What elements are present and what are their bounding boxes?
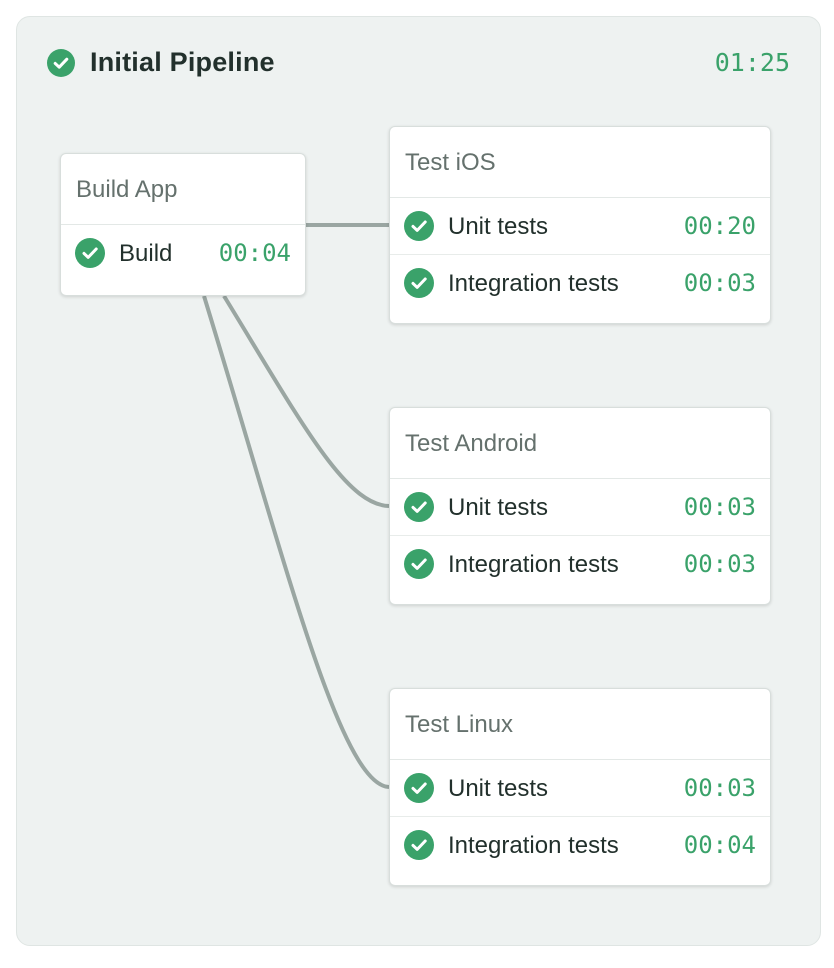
job-name: Unit tests bbox=[448, 494, 549, 521]
job-integration-tests[interactable]: Integration tests 00:04 bbox=[390, 817, 770, 874]
check-circle-icon bbox=[404, 830, 434, 860]
job-duration: 00:03 bbox=[683, 774, 756, 802]
pipeline-header: Initial Pipeline 01:25 bbox=[17, 17, 820, 107]
job-duration: 00:20 bbox=[683, 212, 756, 240]
job-name: Unit tests bbox=[448, 775, 549, 802]
job-name: Build bbox=[119, 240, 173, 267]
check-circle-icon bbox=[75, 238, 105, 268]
block-test-linux[interactable]: Test Linux Unit tests 00:03 Integration … bbox=[389, 688, 771, 886]
block-title: Test Linux bbox=[390, 689, 770, 760]
block-title: Test iOS bbox=[390, 127, 770, 198]
job-name: Unit tests bbox=[448, 213, 549, 240]
check-circle-icon bbox=[47, 49, 75, 77]
block-title: Test Android bbox=[390, 408, 770, 479]
job-name: Integration tests bbox=[448, 832, 619, 859]
pipeline-duration: 01:25 bbox=[714, 48, 790, 77]
job-integration-tests[interactable]: Integration tests 00:03 bbox=[390, 536, 770, 593]
job-unit-tests[interactable]: Unit tests 00:03 bbox=[390, 479, 770, 536]
check-circle-icon bbox=[404, 549, 434, 579]
block-build-app[interactable]: Build App Build 00:04 bbox=[60, 153, 306, 296]
block-test-ios[interactable]: Test iOS Unit tests 00:20 Integration te… bbox=[389, 126, 771, 324]
job-name: Integration tests bbox=[448, 551, 619, 578]
job-unit-tests[interactable]: Unit tests 00:03 bbox=[390, 760, 770, 817]
check-circle-icon bbox=[404, 773, 434, 803]
job-duration: 00:04 bbox=[683, 831, 756, 859]
job-duration: 00:03 bbox=[683, 550, 756, 578]
block-title: Build App bbox=[61, 154, 305, 225]
check-circle-icon bbox=[404, 268, 434, 298]
pipeline-title[interactable]: Initial Pipeline bbox=[90, 47, 275, 77]
job-unit-tests[interactable]: Unit tests 00:20 bbox=[390, 198, 770, 255]
check-circle-icon bbox=[404, 492, 434, 522]
block-test-android[interactable]: Test Android Unit tests 00:03 Integratio… bbox=[389, 407, 771, 605]
check-circle-icon bbox=[404, 211, 434, 241]
job-duration: 00:03 bbox=[683, 493, 756, 521]
job-duration: 00:04 bbox=[218, 239, 291, 267]
job-build[interactable]: Build 00:04 bbox=[61, 225, 305, 282]
job-name: Integration tests bbox=[448, 270, 619, 297]
job-duration: 00:03 bbox=[683, 269, 756, 297]
job-integration-tests[interactable]: Integration tests 00:03 bbox=[390, 255, 770, 312]
